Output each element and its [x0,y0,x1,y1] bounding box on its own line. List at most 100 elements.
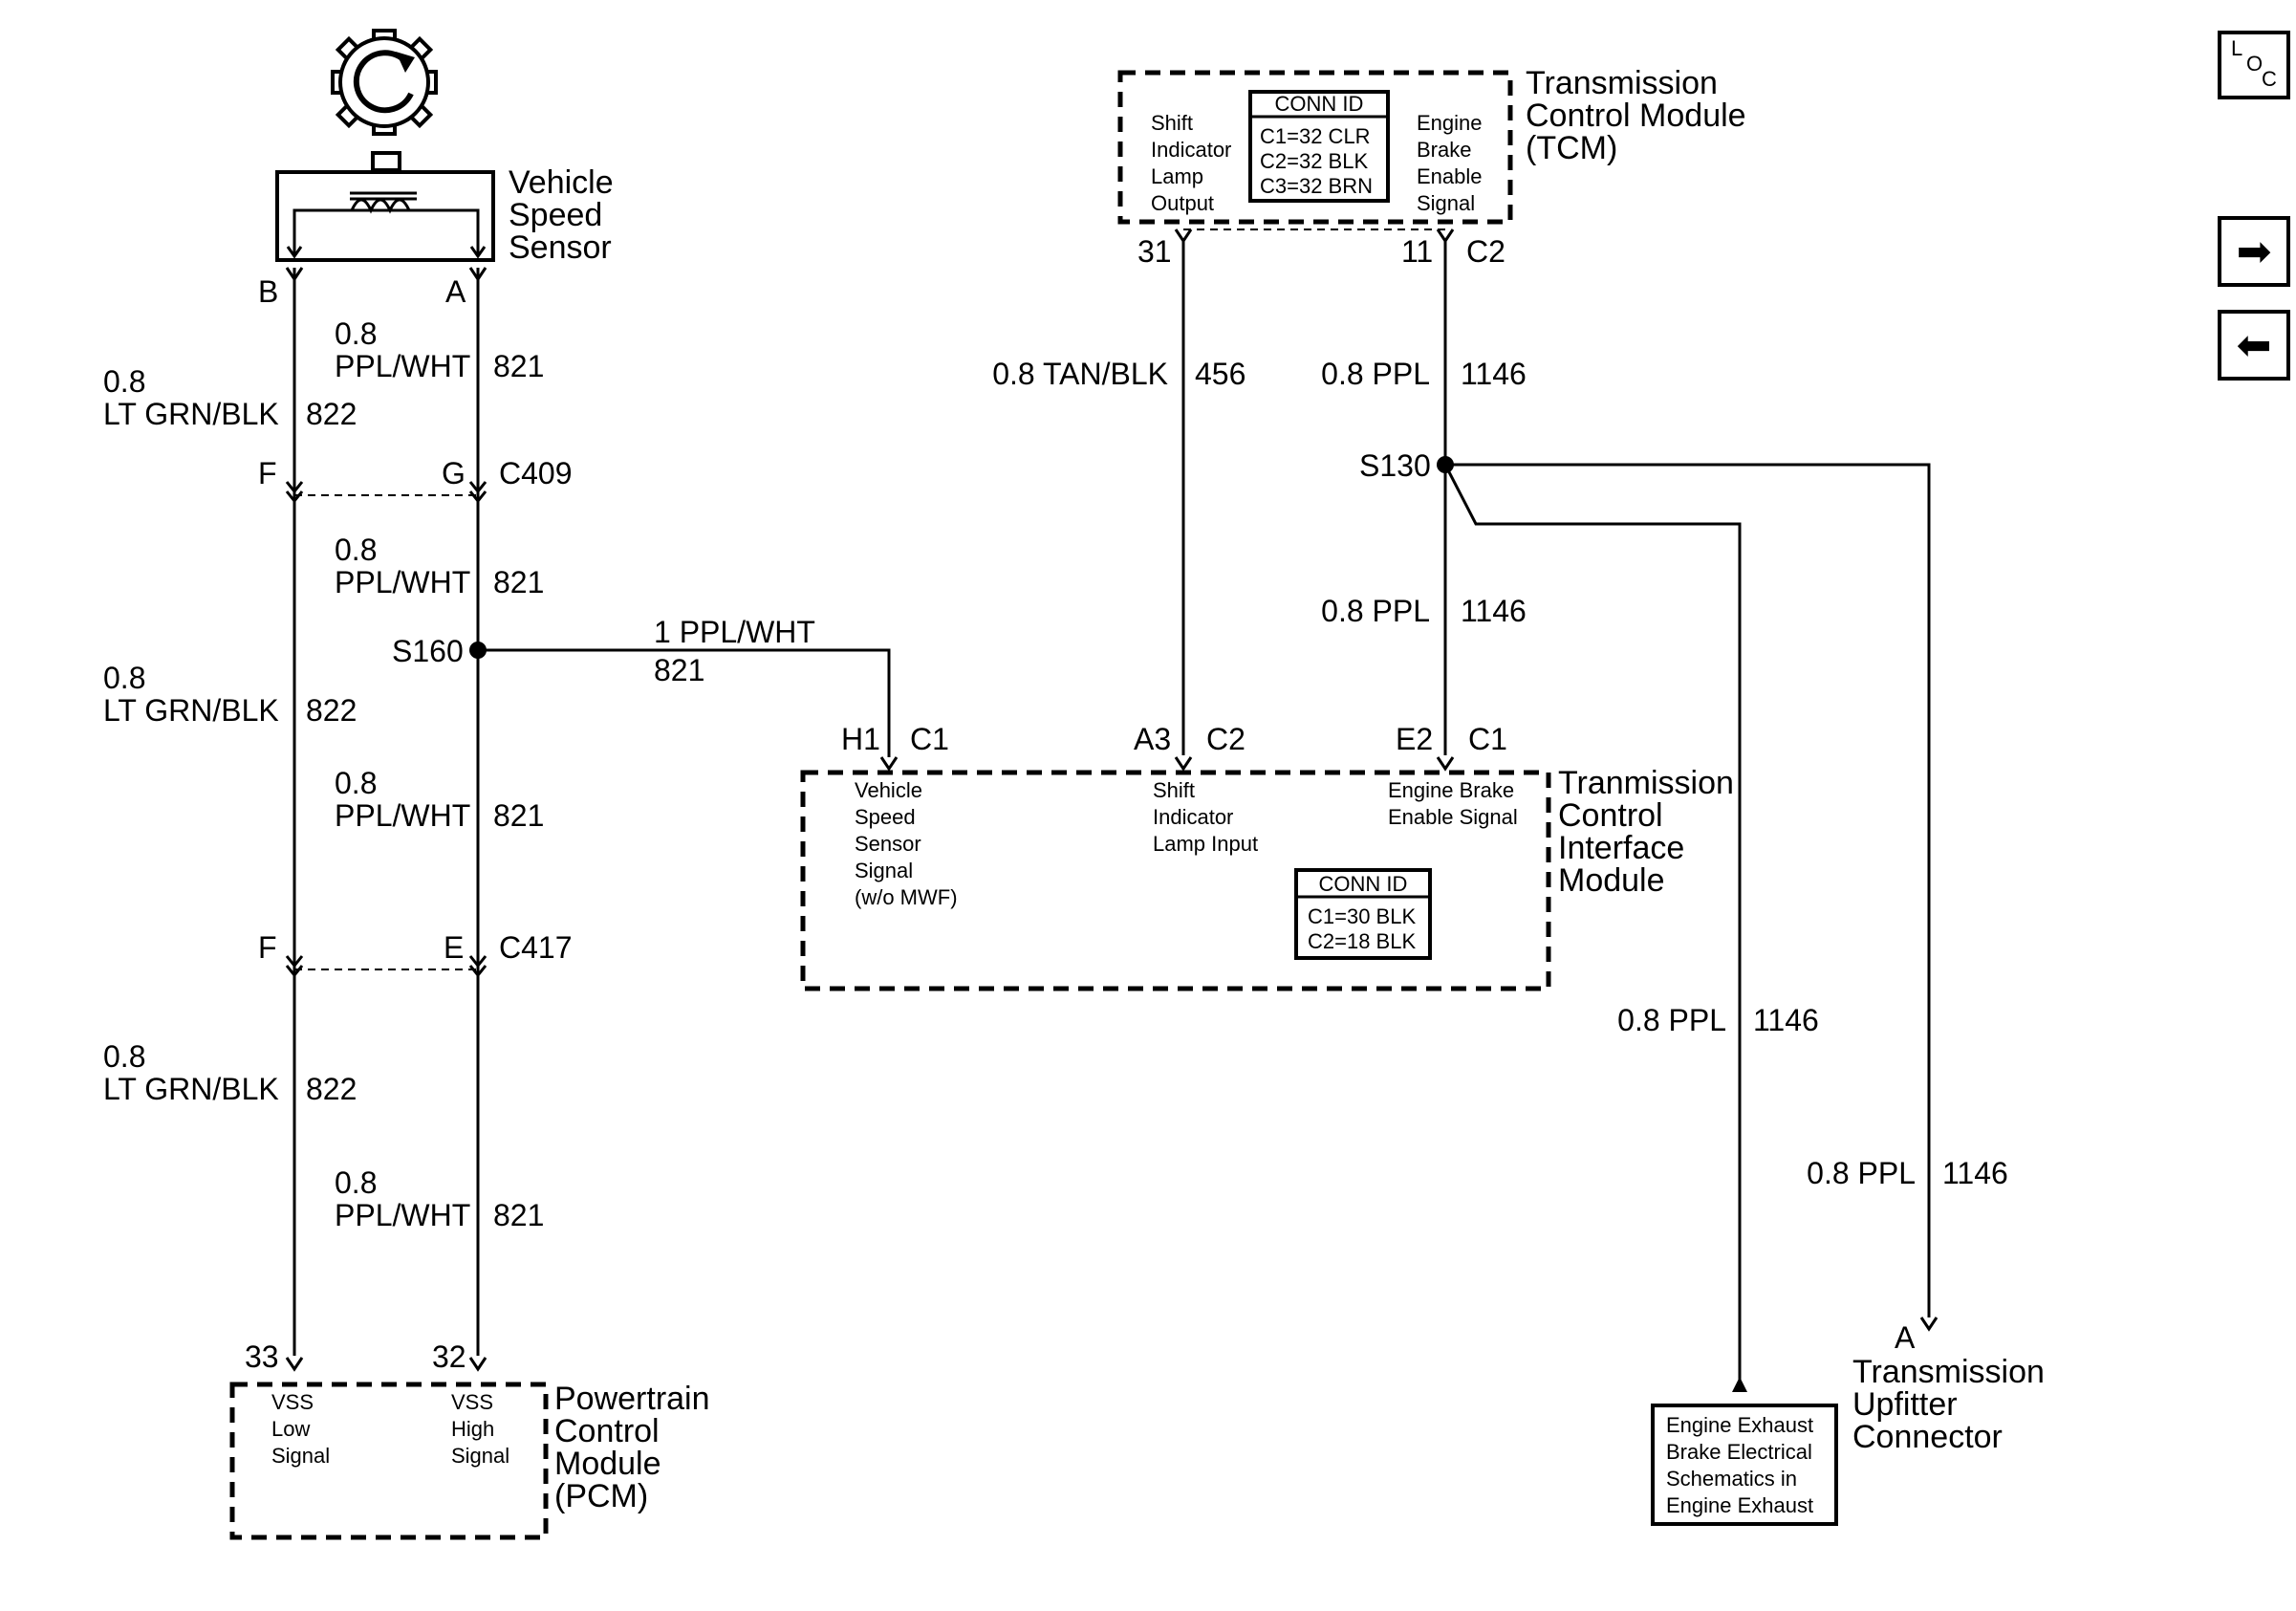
upfitter-name-2: Upfitter [1852,1386,1958,1423]
c417-name: C417 [499,930,573,965]
c417-pin-left: F [258,930,277,965]
rotor-gear-icon [331,29,438,136]
wire-456: 0.8 TAN/BLK 456 [992,241,1245,755]
tcm-left-label-2: Indicator [1151,138,1231,162]
tcm-name-3: (TCM) [1526,130,1617,166]
wire-821-color-4: PPL/WHT [335,1198,470,1232]
wire-821-circuit-2: 821 [493,565,544,599]
exhaust-ref-line3: Schematics in [1666,1467,1797,1491]
vss-pin-a: A [445,274,466,309]
tcm-right-label-3: Enable [1417,164,1483,188]
tcm-right-label-2: Brake [1417,138,1471,162]
wire-821-color-2: PPL/WHT [335,565,470,599]
pcm-pin-low: 33 [245,1339,279,1374]
tcm-left-label-4: Output [1151,191,1214,215]
wire-1146-circuit-2: 1146 [1461,594,1527,628]
wire-1146-label-1: 0.8 PPL [1321,357,1430,391]
wire-456-label: 0.8 TAN/BLK [992,357,1168,391]
wire-1146-label-4: 0.8 PPL [1807,1156,1916,1190]
tcm-conn-id-2: C2=32 BLK [1260,149,1368,173]
tcim-name-1: Tranmission [1558,765,1734,801]
tcim-name-3: Interface [1558,830,1684,866]
s130-label: S130 [1359,448,1431,483]
tcm-conn-id-1: C1=32 CLR [1260,124,1371,148]
engine-exhaust-reference[interactable]: Engine Exhaust Brake Electrical Schemati… [1651,1404,1838,1526]
wire-822: 0.8 LT GRN/BLK 822 0.8 LT GRN/BLK 822 0.… [103,267,357,1356]
pcm-low-label-3: Signal [271,1444,330,1468]
tcm-box [1117,70,1513,225]
pcm-low-label-1: VSS [271,1390,314,1414]
tcim-vss-label-5: (w/o MWF) [855,885,958,909]
tcim-brake-label-2: Enable Signal [1388,805,1518,829]
tcm-connector-c2: C2 [1466,234,1505,269]
pcm-low-label-2: Low [271,1417,310,1441]
connector-c409: F G C409 [258,456,573,504]
tcm-name-2: Control Module [1526,98,1746,134]
wire-821-color-3: PPL/WHT [335,798,470,833]
c409-pin-right: G [442,456,466,490]
location-button[interactable]: L O C [2218,31,2290,99]
wire-821-circuit-4: 821 [493,1198,544,1232]
wire-821-circuit-3: 821 [493,798,544,833]
tcim-pin-e2: E2 [1396,722,1433,756]
tcim-lamp-label-3: Lamp Input [1153,832,1258,856]
pcm-name-3: Module [554,1446,661,1482]
pcm-box [229,1382,549,1540]
tcim-vss-label-2: Speed [855,805,916,829]
loc-letter-c: C [2262,67,2277,91]
tcim-conn-id-2: C2=18 BLK [1308,929,1416,953]
c409-pin-left: F [258,456,277,490]
upfitter-name-1: Transmission [1852,1354,2045,1390]
tcim-pin-h1: H1 [841,722,880,756]
tcim-name-2: Control [1558,797,1663,834]
wire-821-size-4: 0.8 [335,1165,377,1200]
connector-c417: F E C417 [258,930,573,978]
wire-1146-circuit-1: 1146 [1461,357,1527,391]
tcim-conn-id-title: CONN ID [1319,872,1408,896]
wire-1146-label-2: 0.8 PPL [1321,594,1430,628]
tcim-vss-label-1: Vehicle [855,778,922,802]
wire-821-circuit-1: 821 [493,349,544,383]
wire-1146-circuit-3: 1146 [1753,1003,1819,1037]
tcm-conn-id-title: CONN ID [1275,92,1364,116]
wire-821-branch-label: 1 PPL/WHT [654,615,815,649]
wire-1146: 0.8 PPL 1146 0.8 PPL 1146 S130 0.8 PPL 1… [1321,241,2008,1392]
wire-821-size-3: 0.8 [335,766,377,800]
tcm-left-label-3: Lamp [1151,164,1203,188]
vss-name-line1: Vehicle [509,164,614,201]
loc-letter-o: O [2246,52,2263,76]
tcim-vss-label-3: Sensor [855,832,921,856]
wire-822-circuit-1: 822 [306,397,357,431]
tcim-conn-e2: C1 [1468,722,1507,756]
wire-822-color-1: LT GRN/BLK [103,397,279,431]
pcm-high-label-2: High [451,1417,494,1441]
wire-822-circuit-2: 822 [306,693,357,728]
wire-822-color-2: LT GRN/BLK [103,693,279,728]
wire-822-size-3: 0.8 [103,1039,145,1074]
exhaust-ref-line1: Engine Exhaust [1666,1413,1813,1437]
vss-name-line3: Sensor [509,229,612,266]
tcim-brake-label-1: Engine Brake [1388,778,1514,802]
back-button[interactable]: ⬅ [2218,310,2290,381]
exhaust-ref-line2: Brake Electrical [1666,1440,1812,1464]
wire-1146-circuit-4: 1146 [1942,1156,2008,1190]
tcm-right-label-1: Engine [1417,111,1483,135]
pcm: 33 32 VSS Low Signal VSS High Signal Pow… [229,1339,710,1540]
tcim-conn-id-1: C1=30 BLK [1308,904,1416,928]
wire-822-color-3: LT GRN/BLK [103,1072,279,1106]
wire-822-size-2: 0.8 [103,661,145,695]
wire-821: 0.8 PPL/WHT 821 0.8 PPL/WHT 821 0.8 PPL/… [335,267,544,1356]
pcm-name-1: Powertrain [554,1381,710,1417]
wire-822-circuit-3: 822 [306,1072,357,1106]
c409-name: C409 [499,456,573,490]
tcim-box [800,770,1551,991]
tcm-left-label-1: Shift [1151,111,1193,135]
forward-button[interactable]: ➡ [2218,216,2290,287]
tcm-pin-31: 31 [1137,234,1172,269]
upfitter-connector: A Transmission Upfitter Connector [1852,1317,2045,1455]
tcm-pin-11: 11 [1401,234,1433,269]
exhaust-ref-line4: Engine Exhaust [1666,1493,1813,1517]
loc-letter-l: L [2231,36,2242,60]
pcm-high-label-3: Signal [451,1444,509,1468]
